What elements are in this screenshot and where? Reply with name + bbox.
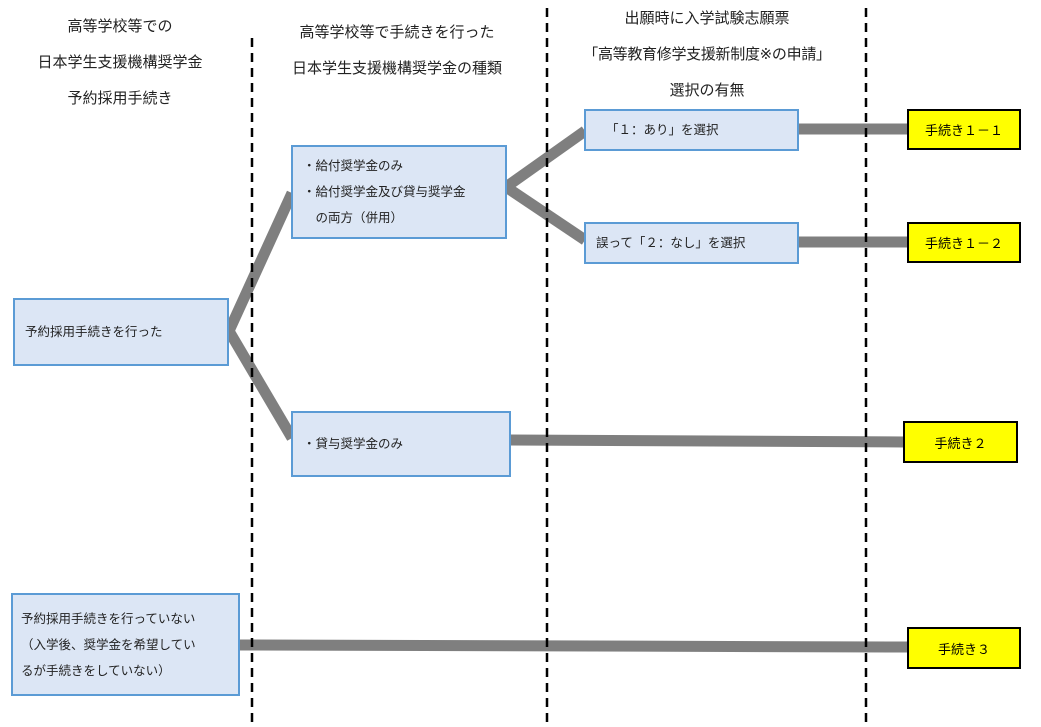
header-col2: 高等学校等で手続きを行った 日本学生支援機構奨学金の種類 — [262, 14, 532, 86]
connector-grant-to-yes — [502, 126, 589, 192]
header-col3-line2: 「高等教育修学支援新制度※の申請」 — [583, 45, 831, 63]
box-select-no: 誤って「２：なし」を選択 — [584, 222, 799, 264]
box-grant-types-line3: の両方（併用） — [303, 210, 404, 225]
box-grant-types-line2: ・給付奨学金及び貸与奨学金 — [303, 184, 466, 199]
header-col1-line1: 高等学校等での — [67, 17, 173, 35]
box-select-no-label: 誤って「２：なし」を選択 — [596, 235, 746, 250]
header-col2-line2: 日本学生支援機構奨学金の種類 — [291, 59, 502, 77]
box-grant-types: ・給付奨学金のみ ・給付奨学金及び貸与奨学金 の両方（併用） — [291, 145, 507, 239]
connector-loan-to-p2 — [509, 434, 906, 448]
box-reserved: 予約採用手続きを行った — [13, 298, 229, 366]
box-select-yes-label: 「１：あり」を選択 — [606, 122, 719, 137]
header-col2-line1: 高等学校等で手続きを行った — [299, 23, 495, 41]
procedure-1-2: 手続き１－２ — [907, 222, 1021, 263]
box-loan-only-label: ・貸与奨学金のみ — [303, 436, 404, 451]
header-col1: 高等学校等での 日本学生支援機構奨学金 予約採用手続き — [0, 8, 240, 116]
box-not-reserved-line3: るが手続きをしていない） — [21, 662, 171, 678]
box-grant-types-line1: ・給付奨学金のみ — [303, 158, 404, 173]
header-col3: 出願時に入学試験志願票 「高等教育修学支援新制度※の申請」 選択の有無 — [550, 0, 864, 108]
box-reserved-label: 予約採用手続きを行った — [25, 324, 163, 339]
connector-grant-to-no — [502, 182, 589, 245]
box-loan-only: ・貸与奨学金のみ — [291, 411, 511, 477]
connector-reserved-to-loan — [224, 328, 297, 441]
box-select-yes: 「１：あり」を選択 — [584, 109, 799, 151]
box-not-reserved: 予約採用手続きを行っていない （入学後、奨学金を希望してい るが手続きをしていな… — [11, 593, 240, 696]
box-not-reserved-line2: （入学後、奨学金を希望してい — [21, 636, 196, 652]
procedure-3: 手続き３ — [907, 627, 1021, 669]
header-col1-line2: 日本学生支援機構奨学金 — [37, 53, 203, 71]
box-not-reserved-line1: 予約採用手続きを行っていない — [21, 610, 196, 626]
procedure-2: 手続き２ — [903, 421, 1018, 463]
header-col1-line3: 予約採用手続き — [67, 89, 173, 107]
connector-reserved-to-grant — [223, 190, 298, 334]
procedure-1-1: 手続き１－１ — [907, 109, 1021, 150]
connector-notreserved-to-p3 — [239, 639, 908, 653]
header-col3-line1: 出願時に入学試験志願票 — [624, 9, 790, 27]
header-col3-line3: 選択の有無 — [669, 81, 745, 99]
